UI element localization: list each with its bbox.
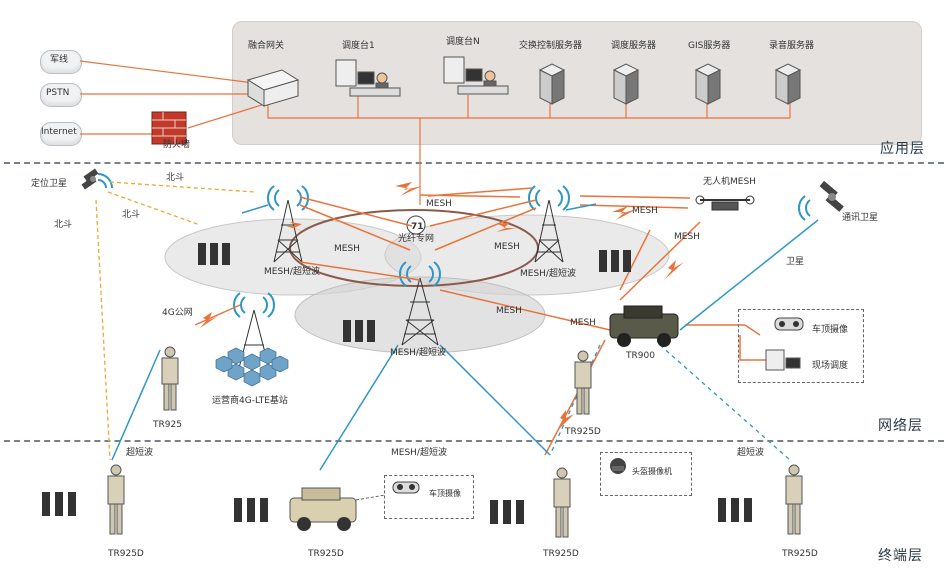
console1-device [335, 59, 401, 97]
app-bus [267, 95, 791, 205]
radio-group-center [343, 320, 375, 342]
lte-station-label: 运营商4G-LTE基站 [212, 396, 288, 406]
comm-satellite [819, 180, 844, 212]
junxian-cloud [40, 50, 82, 74]
divider-network-terminal [4, 440, 944, 442]
radio-group-right [599, 250, 631, 272]
pstn-cloud [40, 83, 82, 107]
blue-dashed-links [549, 344, 791, 461]
terminal-camera-box [384, 475, 474, 519]
tr925d-label-2: TR925D [308, 549, 344, 559]
consoleN-label: 调度台N [446, 37, 480, 47]
tr925-label: TR925 [153, 420, 182, 430]
person-tr925 [161, 346, 179, 411]
console1-label: 调度台1 [342, 41, 375, 51]
firewall-icon [151, 111, 187, 145]
vehicle-equipment-box [738, 309, 864, 383]
person-tr925d-mid [574, 350, 592, 415]
mesh-short-right-label: MESH/超短波 [520, 269, 576, 279]
public-4g-label: 4G公网 [162, 308, 193, 318]
firewall-label: 防火墙 [163, 140, 191, 150]
pstn-label: PSTN [46, 88, 70, 98]
record-server-label: 录音服务器 [769, 41, 815, 51]
layer-label-app: 应用层 [880, 141, 925, 157]
internet-label: Internet [41, 127, 77, 137]
comm-sat-label: 通讯卫星 [842, 213, 879, 223]
lightning-bolts [200, 182, 684, 430]
beidou-links [95, 181, 256, 461]
gateway-label: 融合网关 [248, 41, 285, 51]
roof-camera-label: 车顶摄像 [812, 325, 849, 335]
terminal-people [107, 464, 803, 538]
switch-server-label: 交换控制服务器 [519, 41, 583, 51]
tr925d-label-1: TR925D [108, 549, 144, 559]
terminal-vehicle [289, 487, 386, 531]
gateway-device [246, 69, 300, 107]
fiber-ring-label: 光纤专网 [398, 234, 435, 244]
uav-drone [695, 195, 755, 211]
tower-left [273, 199, 303, 263]
blue-links [111, 203, 819, 471]
mesh-ultrashort-label: MESH/超短波 [391, 448, 447, 458]
svg-text:71: 71 [411, 222, 424, 232]
field-dispatch-icon [765, 349, 801, 371]
beidou-label-2: 北斗 [122, 210, 141, 220]
positioning-satellite [81, 168, 99, 190]
mesh-links [194, 187, 775, 456]
vehicle-tr900 [609, 305, 679, 347]
vehicle-label: TR900 [626, 351, 655, 361]
satellite-label: 卫星 [786, 257, 805, 267]
mesh-right-label: MESH [494, 242, 520, 252]
field-dispatch-label: 现场调度 [812, 361, 849, 371]
tr925d-label-3: TR925D [543, 549, 579, 559]
beidou-label-3: 北斗 [54, 220, 73, 230]
tr925d-mid-label: TR925D [565, 427, 601, 437]
mesh-left-label: MESH [334, 244, 360, 254]
positioning-sat-label: 定位卫星 [31, 179, 68, 189]
mesh-short-left-label: MESH/超短波 [264, 267, 320, 277]
helmet-camera-label: 头盔摄像机 [632, 467, 672, 476]
tower-right [534, 199, 564, 263]
layer-label-terminal: 终端层 [878, 548, 923, 564]
mesh-short-center-label: MESH/超短波 [390, 348, 446, 358]
external-links [79, 60, 271, 135]
helmet-camera-box [600, 452, 692, 496]
tr925d-label-4: TR925D [782, 549, 818, 559]
dispatch-server-label: 调度服务器 [611, 41, 657, 51]
ultrashort-right-label: 超短波 [737, 448, 765, 458]
junxian-label: 军线 [50, 55, 69, 65]
gis-server-label: GIS服务器 [688, 41, 731, 51]
mesh-uav-label: MESH [632, 206, 658, 216]
tower-center [401, 277, 439, 346]
ultrashort-left-label: 超短波 [126, 448, 154, 458]
divider-app-network [4, 162, 944, 164]
uav-label: 无人机MESH [703, 177, 756, 187]
server-devices [538, 63, 802, 105]
consoleN-device [443, 56, 509, 95]
terminal-radios [42, 492, 752, 524]
mesh-vehicle-label: MESH [570, 318, 596, 328]
layer-label-network: 网络层 [878, 418, 923, 434]
beidou-label-1: 北斗 [166, 173, 185, 183]
mesh-mid-label: MESH [496, 306, 522, 316]
lte-station [215, 309, 289, 387]
mesh-top-label: MESH [426, 199, 452, 209]
mesh-uav2-label: MESH [674, 232, 700, 242]
terminal-roof-camera-label: 车顶摄像 [429, 489, 461, 498]
camera-icons [392, 317, 804, 494]
radio-group-left [198, 243, 230, 265]
